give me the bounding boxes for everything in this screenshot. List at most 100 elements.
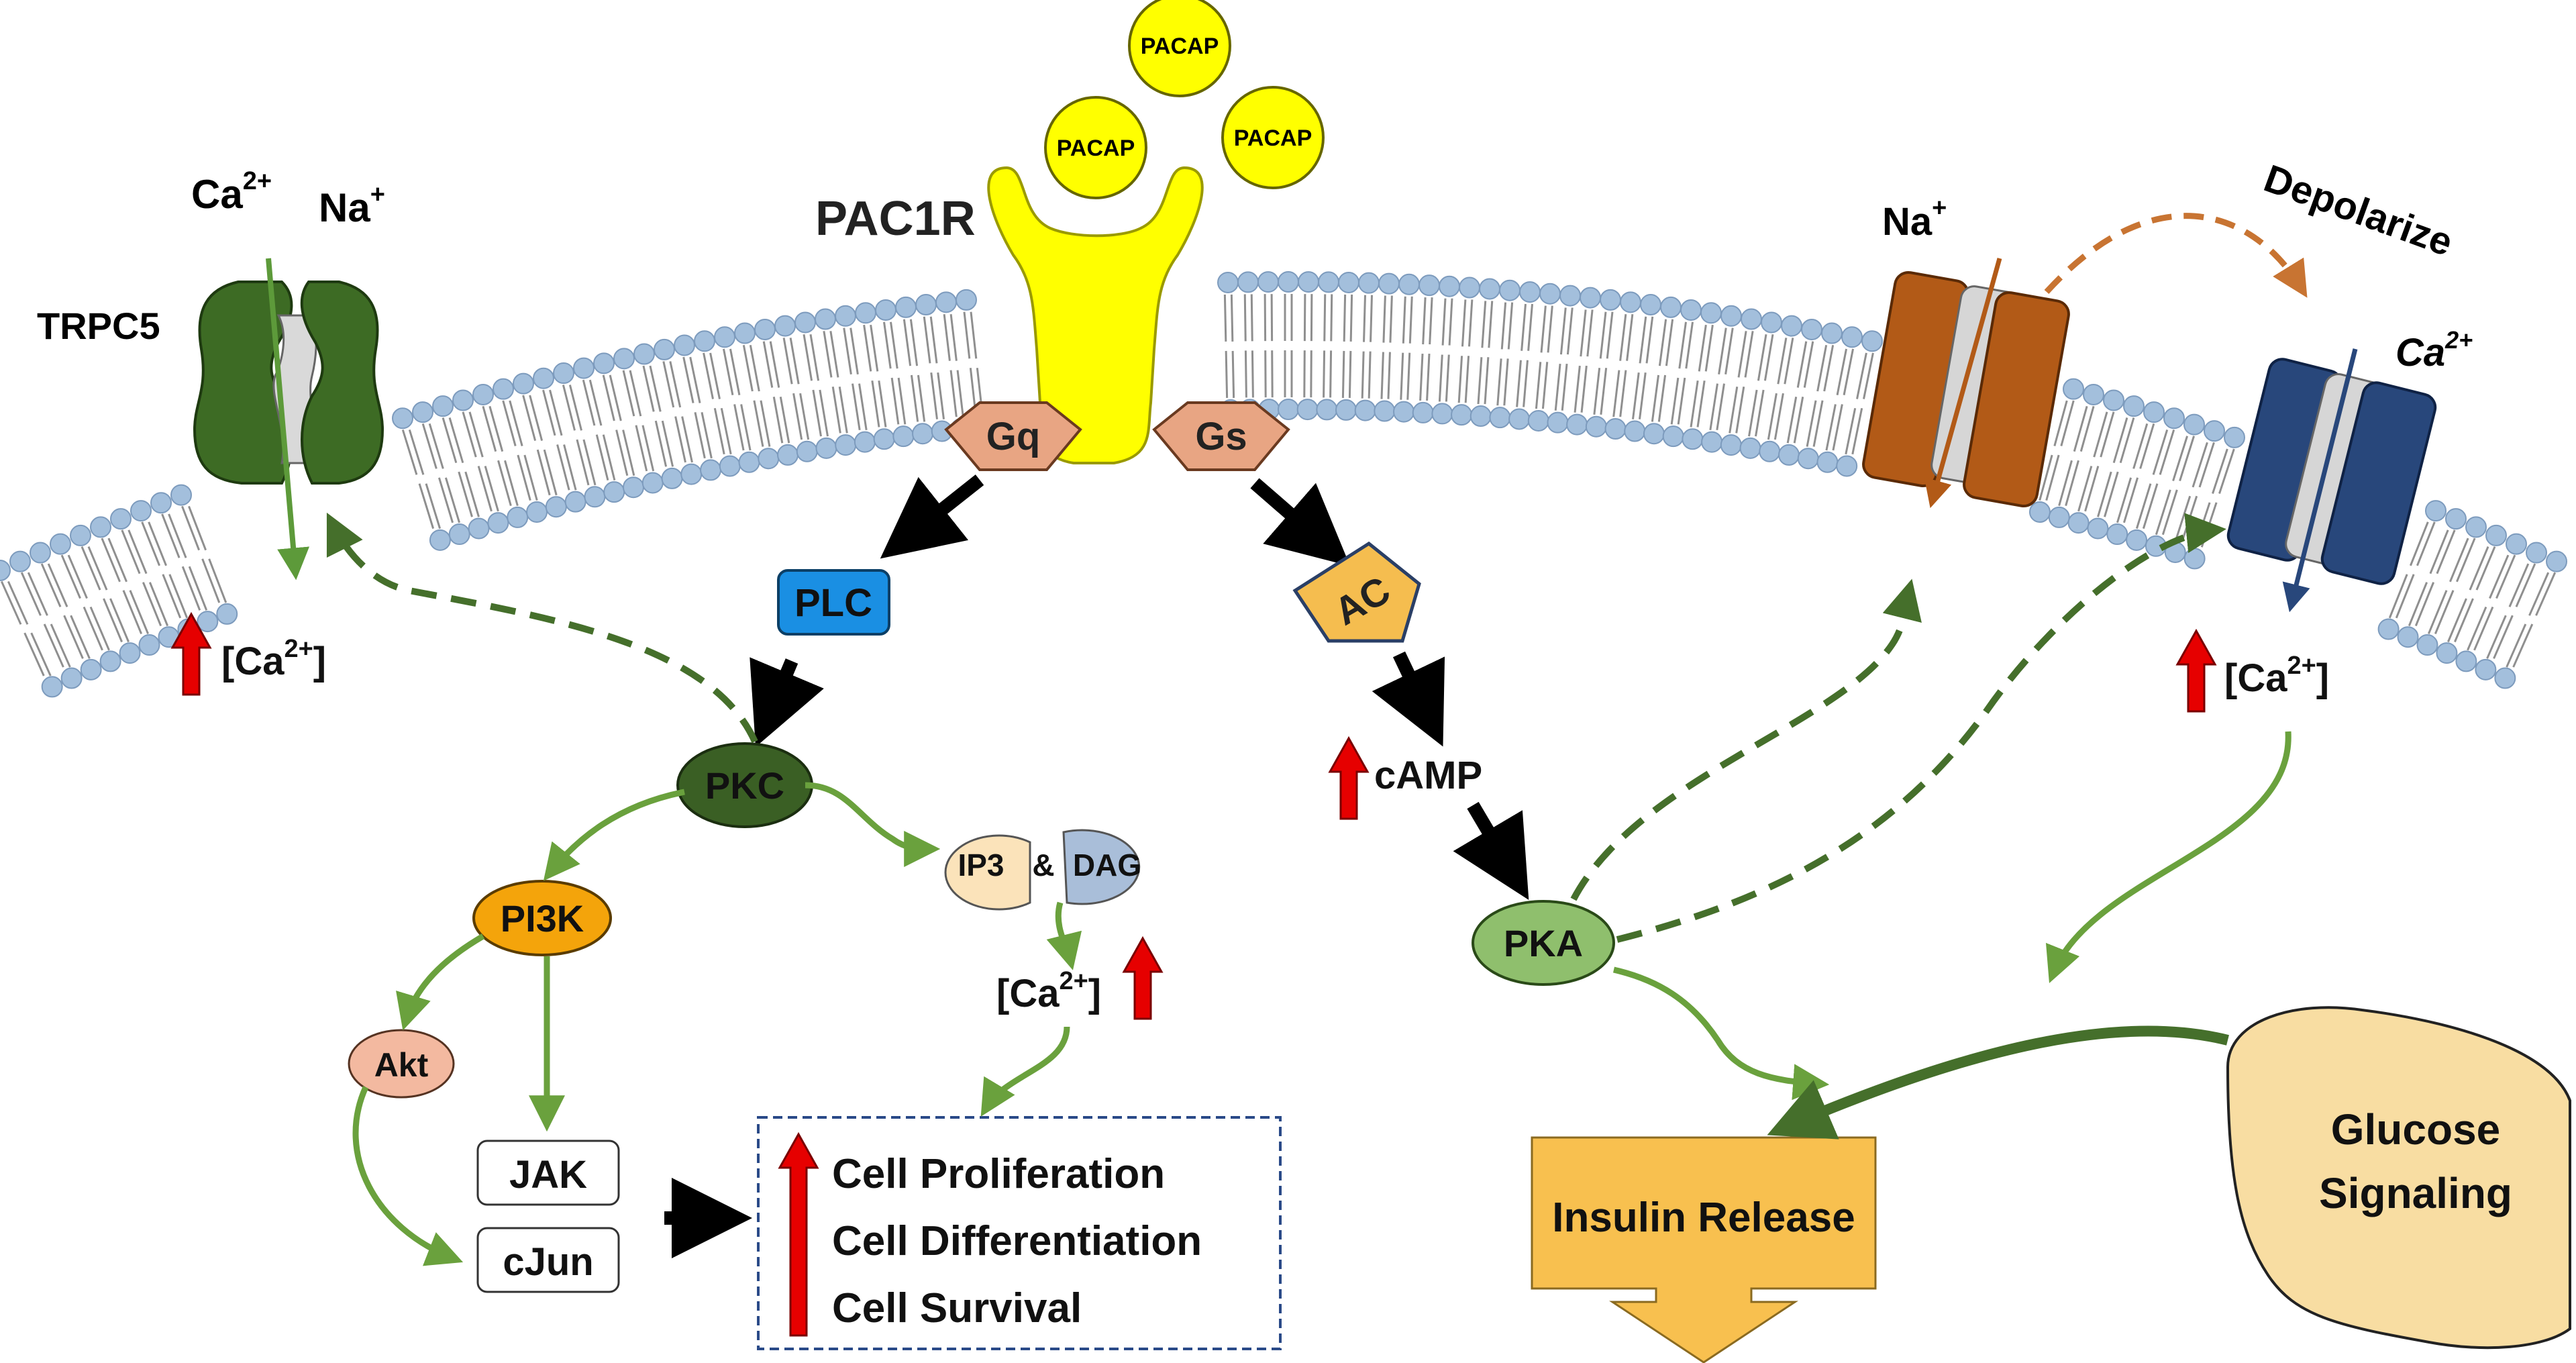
lipid-tail bbox=[2065, 460, 2079, 507]
lipid-tail bbox=[1481, 301, 1487, 348]
lipid-head bbox=[2048, 506, 2070, 528]
lipid-tail bbox=[2174, 495, 2192, 542]
lipid-head bbox=[719, 455, 741, 477]
lipid-tail bbox=[522, 395, 537, 442]
lipid-tail bbox=[549, 389, 563, 436]
lipid-tail bbox=[1735, 386, 1745, 434]
lipid-head bbox=[2123, 395, 2145, 417]
lipid-tail bbox=[1426, 353, 1431, 401]
lipid-head bbox=[584, 486, 606, 508]
lipid-tail bbox=[812, 389, 822, 437]
lipid-tail bbox=[949, 314, 958, 361]
lipid-head bbox=[2425, 500, 2446, 522]
lipid-head bbox=[2063, 378, 2084, 400]
lipid-head bbox=[2445, 508, 2467, 530]
lipid-tail bbox=[2084, 466, 2100, 512]
lipid-tail bbox=[1464, 356, 1470, 403]
lipid-tail bbox=[1767, 393, 1778, 440]
lipid-tail bbox=[1516, 360, 1522, 407]
lipid-head bbox=[2485, 524, 2507, 546]
lipid-head bbox=[1821, 322, 1843, 344]
lipid-head bbox=[2416, 634, 2438, 656]
lipid-tail bbox=[929, 316, 938, 364]
depolarize-arrow bbox=[2044, 213, 2308, 298]
lipid-tail bbox=[2104, 471, 2119, 517]
lipid-tail bbox=[101, 538, 121, 583]
lipid-tail bbox=[729, 348, 741, 395]
lipid-head bbox=[1451, 404, 1473, 426]
lipid-tail bbox=[602, 374, 615, 421]
lipid-head bbox=[1378, 272, 1400, 295]
lipid-head bbox=[80, 658, 102, 680]
lipid-tail bbox=[1825, 404, 1837, 451]
lipid-tail bbox=[722, 348, 734, 395]
lipid-tail bbox=[556, 444, 570, 491]
plc-label: PLC bbox=[794, 581, 872, 625]
lipid-tail bbox=[502, 400, 517, 446]
lipid-tail bbox=[2198, 442, 2215, 488]
lipid-tail bbox=[1599, 311, 1607, 359]
lipid-tail bbox=[674, 416, 686, 463]
akt-label: Akt bbox=[374, 1046, 429, 1084]
lipid-tail bbox=[1737, 331, 1747, 378]
lipid-tail bbox=[127, 529, 148, 574]
dashed-feedback-arrows bbox=[326, 512, 2226, 943]
lipid-tail bbox=[1763, 334, 1774, 381]
lipid-tail bbox=[47, 563, 68, 607]
lipid-head bbox=[1801, 318, 1822, 340]
lipid-tail bbox=[1408, 296, 1413, 344]
lipid-tail bbox=[602, 434, 616, 481]
lipid-head bbox=[754, 318, 776, 340]
lipid-tail bbox=[1832, 404, 1843, 451]
lipid-tail bbox=[2116, 477, 2132, 523]
lipid-head bbox=[1499, 279, 1521, 301]
lipid-tail bbox=[1773, 393, 1784, 440]
lipid-tail bbox=[963, 311, 971, 359]
pacap-ligand-3: PACAP bbox=[1044, 96, 1147, 199]
lipid-head bbox=[170, 484, 192, 506]
lipid-tail bbox=[858, 383, 868, 431]
lipid-head bbox=[674, 334, 695, 356]
lipid-tail bbox=[753, 400, 764, 447]
lipid-head bbox=[1759, 440, 1781, 462]
lipid-tail bbox=[943, 314, 951, 361]
lipid-head bbox=[1739, 437, 1761, 459]
lipid-head bbox=[432, 395, 454, 417]
lipid-tail bbox=[40, 563, 62, 607]
lipid-head bbox=[1547, 411, 1569, 434]
lipid-tail bbox=[2181, 495, 2198, 542]
lipid-tail bbox=[909, 319, 919, 366]
lipid-tail bbox=[2139, 423, 2155, 469]
lipid-head bbox=[680, 463, 703, 485]
lipid-tail bbox=[201, 558, 221, 603]
gq-protein: Gq bbox=[944, 401, 1082, 471]
lipid-tail bbox=[504, 460, 519, 507]
lipid-tail bbox=[50, 623, 71, 668]
lipid-tail bbox=[2077, 466, 2093, 512]
gq-label: Gq bbox=[986, 415, 1041, 458]
lipid-tail bbox=[1716, 383, 1725, 431]
lipid-tail bbox=[742, 344, 754, 392]
lipid-head bbox=[815, 437, 837, 459]
pac1r-receptor bbox=[987, 166, 1204, 464]
lipid-tail bbox=[809, 334, 820, 381]
lipid-tail bbox=[1593, 368, 1601, 415]
lipid-head bbox=[1781, 315, 1802, 337]
lipid-tail bbox=[2429, 529, 2449, 574]
lipid-head bbox=[1316, 399, 1338, 421]
lipid-tail bbox=[1477, 357, 1483, 405]
insulin-label: Insulin Release bbox=[1552, 1195, 1855, 1241]
lipid-tail bbox=[1698, 324, 1707, 372]
lipid-head bbox=[622, 476, 644, 499]
lipid-head bbox=[30, 542, 51, 564]
lipid-tail bbox=[2489, 554, 2510, 599]
lipid-tail bbox=[1645, 316, 1654, 364]
lipid-tail bbox=[563, 444, 577, 491]
lipid-head bbox=[734, 322, 756, 344]
lipid-head bbox=[2526, 542, 2547, 564]
lipid-tail bbox=[418, 483, 435, 529]
lipid-tail bbox=[871, 380, 880, 427]
lipid-tail bbox=[1343, 294, 1347, 342]
sodium-channel bbox=[1862, 258, 2070, 509]
